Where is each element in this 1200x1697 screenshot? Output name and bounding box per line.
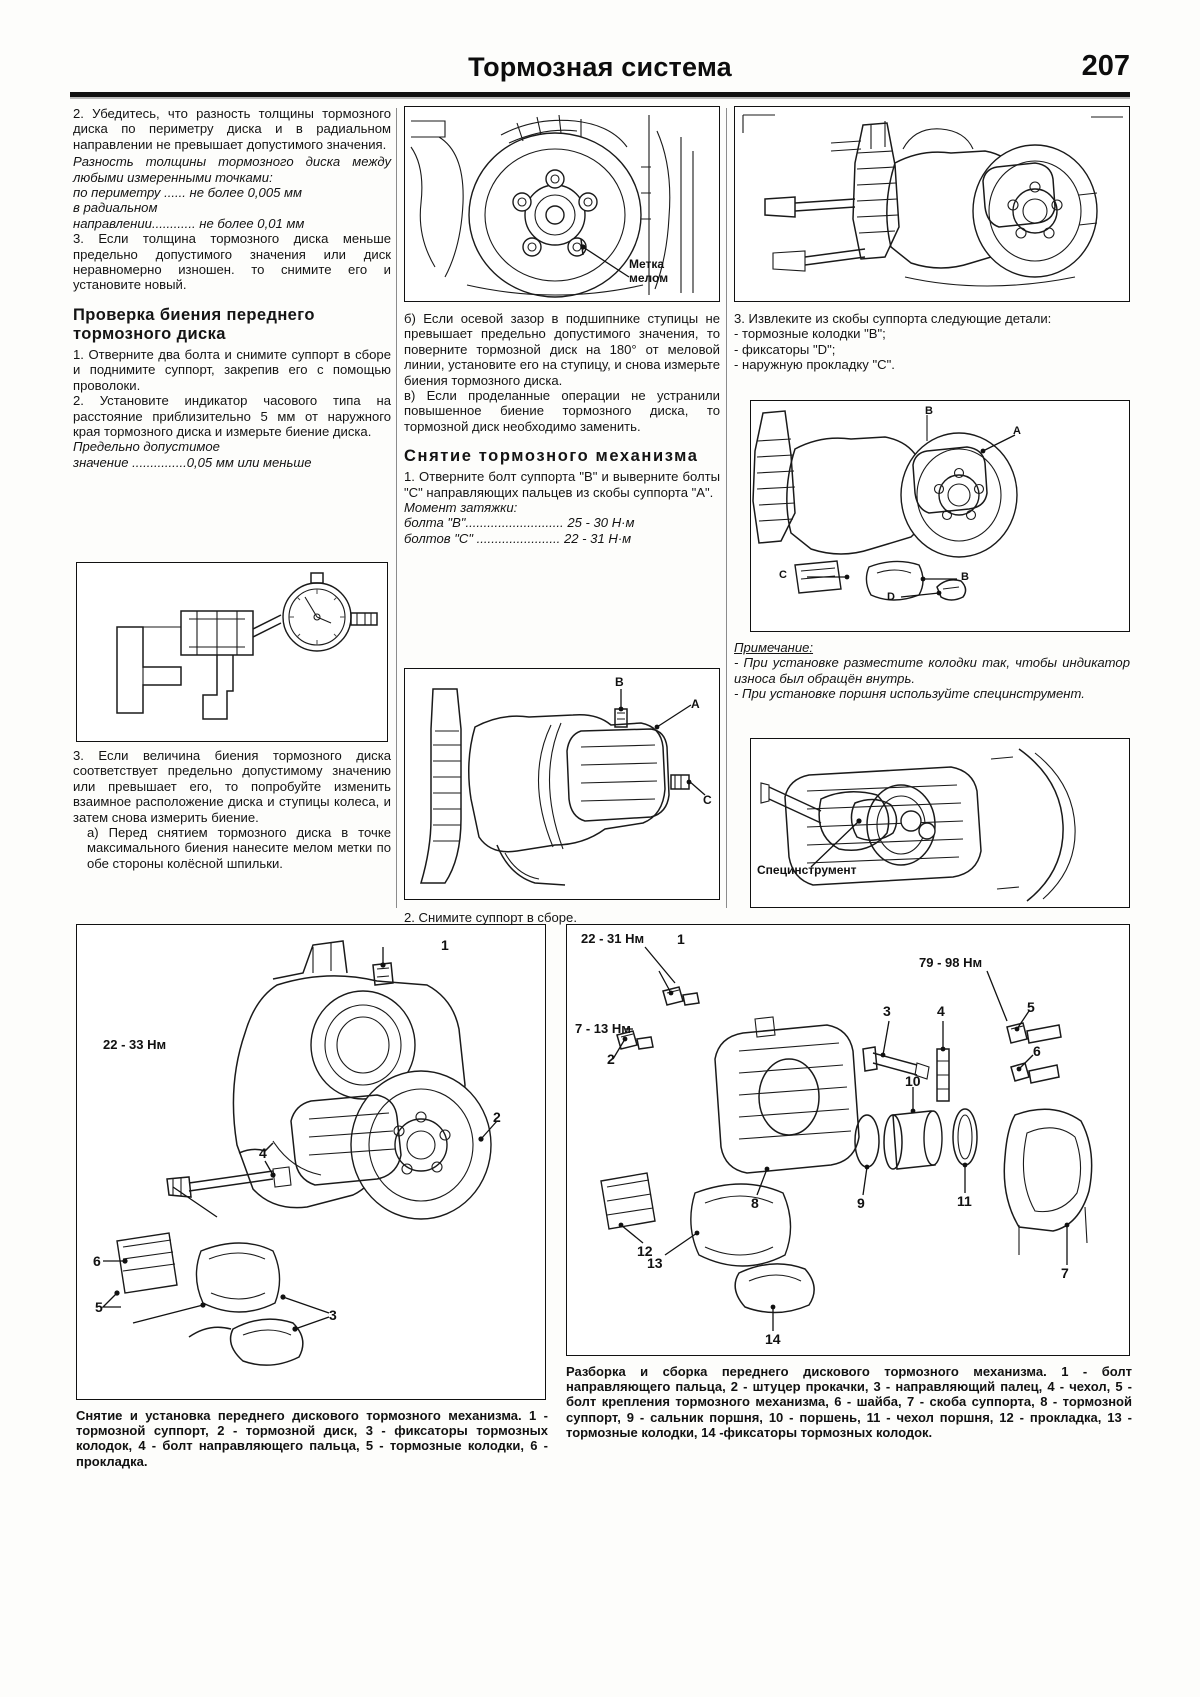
parts-label-d: D (887, 591, 895, 603)
parts-label-b-right: B (961, 571, 969, 583)
c3-bullet-1: - тормозные колодки "B"; (734, 326, 886, 342)
column-1-cont: 3. Если величина биения тормозного диска… (73, 748, 391, 871)
c3-note-2: - При установке поршня используйте специ… (734, 686, 1085, 702)
caliper-sketch (419, 688, 706, 886)
br-callout-10: 10 (905, 1073, 921, 1089)
chalk-mark-label-text: Метка мелом (629, 257, 669, 285)
column-2-cont: 2. Снимите суппорт в сборе. (404, 910, 720, 925)
hub-assembly-sketch (742, 114, 1123, 287)
parts-label-b-top: B (925, 405, 933, 417)
column-3: 3. Извлеките из скобы суппорта следующие… (734, 311, 1130, 373)
caliper-label-a: A (691, 697, 700, 711)
c1-spec-2b: направлении............ не более 0,01 мм (73, 215, 305, 231)
c1-para-3: 3. Если толщина тормозного диска меньше … (73, 231, 391, 293)
c2-torque-2: болтов "C" ....................... 22 - … (404, 530, 632, 546)
column-2: б) Если осевой зазор в подшипнике ступиц… (404, 311, 720, 546)
c2-para-3: 1. Отверните болт суппорта "B" и выверни… (404, 469, 720, 500)
page-header: Тормозная система 207 (70, 50, 1130, 104)
br-callout-2: 2 (607, 1051, 615, 1067)
header-divider (70, 92, 1130, 99)
page-title: Тормозная система (468, 52, 732, 82)
figure-removal-install: 22 - 33 Нм 1 2 4 6 5 3 (76, 924, 546, 1400)
disassembly-sketch (600, 946, 1093, 1331)
dial-indicator-sketch (116, 572, 378, 720)
page-number: 207 (1081, 50, 1130, 82)
br-callout-7: 7 (1061, 1265, 1069, 1281)
figure-caliper: B A C (404, 668, 720, 900)
bl-callout-6: 6 (93, 1253, 101, 1269)
special-tool-label: Специнструмент (757, 863, 857, 877)
bl-callout-2: 2 (493, 1109, 501, 1125)
special-tool-sketch (760, 748, 1076, 902)
br-callout-13: 13 (647, 1255, 663, 1271)
c1-para-4: 1. Отверните два болта и снимите суппорт… (73, 346, 391, 393)
br-callout-6: 6 (1033, 1043, 1041, 1059)
figure-hub-disc: Метка мелом (404, 106, 720, 302)
c1-para-2: Разность толщины тормозного диска между … (73, 154, 391, 185)
column-divider-1 (396, 108, 398, 908)
removal-install-sketch (101, 940, 498, 1366)
bl-torque-label: 22 - 33 Нм (103, 1037, 167, 1052)
parts-label-c: C (779, 569, 787, 581)
c3-bullet-2: - фиксаторы "D"; (734, 341, 836, 357)
c1-spec-1: по периметру ...... не более 0,005 мм (73, 185, 302, 201)
caliper-parts-sketch (752, 410, 1018, 601)
br-callout-12: 12 (637, 1243, 653, 1259)
br-callout-8: 8 (751, 1195, 759, 1211)
parts-label-a: A (1013, 425, 1021, 437)
c1-para-5: 2. Установите индикатор часового типа на… (73, 393, 391, 439)
c2-para-1: б) Если осевой зазор в подшипнике ступиц… (404, 311, 720, 388)
c1-spec-2a: в радиальном (73, 200, 158, 216)
bl-callout-1: 1 (441, 937, 449, 953)
figure-disassembly: 22 - 31 Нм 7 - 13 Нм 79 - 98 Нм 1 2 3 4 … (566, 924, 1130, 1356)
br-callout-14: 14 (765, 1331, 781, 1347)
br-callout-1: 1 (677, 931, 685, 947)
br-callout-4: 4 (937, 1003, 945, 1019)
c2-para-4: 2. Снимите суппорт в сборе. (404, 910, 577, 925)
bl-callout-5: 5 (95, 1299, 103, 1315)
bl-callout-3: 3 (329, 1307, 337, 1323)
c2-heading: Снятие тормозного механизма (404, 447, 699, 466)
br-callout-11: 11 (957, 1193, 972, 1209)
c1-spec-3: значение ...............0,05 мм или мень… (73, 454, 312, 470)
br-callout-5: 5 (1027, 999, 1035, 1015)
c2-torque-title: Момент затяжки: (404, 500, 518, 516)
c3-bullet-3: - наружную прокладку "C". (734, 357, 895, 373)
figure-caliper-parts: B A C B D (750, 400, 1130, 632)
bl-callout-4: 4 (259, 1145, 267, 1161)
br-torque-2: 7 - 13 Нм (575, 1021, 631, 1036)
br-torque-3: 79 - 98 Нм (919, 955, 983, 970)
c3-note-1: - При установке разместите колодки так, … (734, 655, 1130, 686)
caliper-label-b: B (615, 675, 624, 689)
br-callout-9: 9 (857, 1195, 865, 1211)
c1-para-1: 2. Убедитесь, что разность толщины тормо… (73, 106, 391, 152)
c3-para-1: 3. Извлеките из скобы суппорта следующие… (734, 311, 1052, 326)
caliper-label-c: C (703, 793, 712, 807)
figure-dial-indicator (76, 562, 388, 742)
column-divider-2 (726, 108, 728, 908)
br-callout-3: 3 (883, 1003, 891, 1019)
c2-torque-1: болта "B"........................... 25 … (404, 515, 635, 531)
hub-disc-sketch (410, 114, 694, 298)
c3-note-title: Примечание: (734, 640, 814, 655)
c1-para-7: 3. Если величина биения тормозного диска… (73, 748, 391, 825)
c2-para-2: в) Если проделанные операции не устранил… (404, 388, 720, 434)
figure-special-tool: Специнструмент (750, 738, 1130, 908)
column-3-note: Примечание: - При установке разместите к… (734, 640, 1130, 702)
figure-removal-install-caption: Снятие и установка переднего дискового т… (76, 1408, 548, 1469)
chalk-mark-label: Метка мелом (629, 257, 699, 285)
figure-disassembly-caption: Разборка и сборка переднего дискового то… (566, 1364, 1132, 1440)
c1-para-6: Предельно допустимое (73, 439, 220, 455)
c1-para-8: а) Перед снятием тормозного диска в точк… (87, 825, 391, 871)
column-1: 2. Убедитесь, что разность толщины тормо… (73, 106, 391, 470)
figure-hub-assembly (734, 106, 1130, 302)
br-torque-1: 22 - 31 Нм (581, 931, 645, 946)
c1-heading: Проверка биения переднего тормозного дис… (73, 305, 315, 343)
